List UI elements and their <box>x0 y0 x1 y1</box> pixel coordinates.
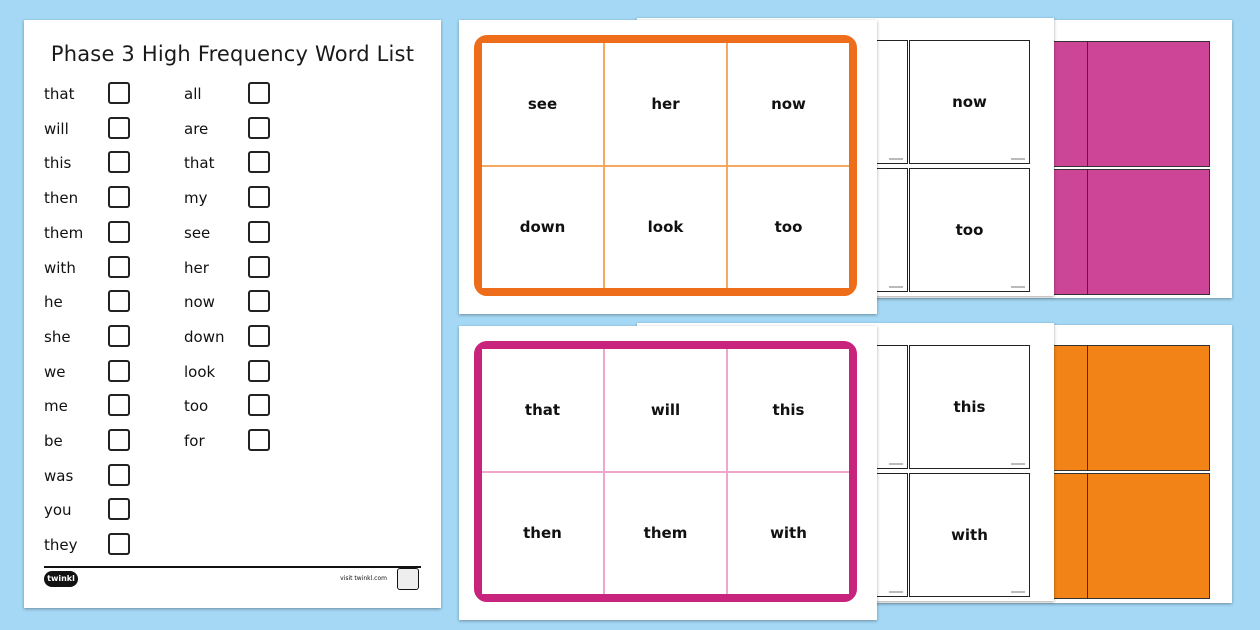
word-checkbox[interactable] <box>248 324 270 347</box>
word-checkbox[interactable] <box>248 429 270 451</box>
flashcard-word: see <box>482 43 603 165</box>
solid-back-card <box>1087 473 1210 599</box>
flashcard-word: look <box>605 166 726 288</box>
card-footer-mark <box>1011 158 1025 160</box>
flashcard-grid: that will this then them with <box>482 349 849 594</box>
card-footer-mark <box>889 286 903 288</box>
word-label: will <box>44 119 69 138</box>
word-checkbox[interactable] <box>108 359 130 382</box>
word-checkbox[interactable] <box>248 82 270 104</box>
footer-divider <box>44 566 421 568</box>
flashcard-word: then <box>482 472 603 594</box>
card-set-2-front-sheet: that will this then them with <box>459 326 877 620</box>
flashcard-word: her <box>605 43 726 165</box>
word-label: all <box>184 85 202 103</box>
word-label: with <box>44 258 76 277</box>
flashcard-word: too <box>728 166 849 288</box>
word-checkbox[interactable] <box>248 359 270 382</box>
solid-back-card <box>1087 169 1210 295</box>
twinkl-logo: twinkl <box>44 571 78 587</box>
word-label: she <box>44 327 71 346</box>
word-checkbox[interactable] <box>108 82 130 104</box>
word-checkbox[interactable] <box>108 290 130 313</box>
word-checkbox[interactable] <box>248 394 270 417</box>
word-label: see <box>184 223 211 242</box>
word-label: are <box>184 119 209 138</box>
word-label: that <box>44 85 75 103</box>
word-label: this <box>44 154 72 173</box>
word-checkbox[interactable] <box>248 255 270 278</box>
flashcard-word: will <box>605 349 726 471</box>
flashcard-word: with <box>728 472 849 594</box>
outline-back-card: with <box>909 473 1030 597</box>
word-checkbox[interactable] <box>108 220 130 243</box>
back-card-word: now <box>952 93 987 111</box>
word-checkbox[interactable] <box>108 429 130 451</box>
word-checkbox[interactable] <box>108 151 130 174</box>
card-footer-mark <box>889 158 903 160</box>
solid-back-card <box>1087 41 1210 167</box>
word-checkbox[interactable] <box>248 186 270 209</box>
card-footer-mark <box>1011 286 1025 288</box>
outline-back-card: now <box>909 40 1030 164</box>
word-checkbox[interactable] <box>108 255 130 278</box>
card-footer-mark <box>1011 591 1025 593</box>
word-label: that <box>184 154 215 173</box>
word-checkbox[interactable] <box>248 290 270 313</box>
card-set-1-front-sheet: see her now down look too <box>459 20 877 314</box>
word-label: now <box>184 293 215 312</box>
flashcard-word: now <box>728 43 849 165</box>
word-list-title: Phase 3 High Frequency Word List <box>50 42 415 66</box>
back-card-word: with <box>951 526 988 544</box>
word-label: he <box>44 293 63 312</box>
word-label: my <box>184 189 208 208</box>
word-checkbox[interactable] <box>248 151 270 174</box>
flashcard-word: that <box>482 349 603 471</box>
flashcard-word: down <box>482 166 603 288</box>
word-label: me <box>44 397 68 416</box>
word-checkbox[interactable] <box>248 116 270 139</box>
word-label: we <box>44 362 66 381</box>
word-checkbox[interactable] <box>108 463 130 486</box>
solid-back-card <box>1087 345 1210 471</box>
word-label: down <box>184 327 225 346</box>
word-list-sheet: Phase 3 High Frequency Word List that wil… <box>24 20 441 608</box>
visit-url: visit twinkl.com <box>340 575 387 582</box>
flashcard-board: see her now down look too <box>474 35 857 296</box>
word-checkbox[interactable] <box>108 533 130 556</box>
back-card-word: too <box>955 221 984 239</box>
card-footer-mark <box>889 591 903 593</box>
card-footer-mark <box>1011 463 1025 465</box>
word-label: look <box>184 362 216 381</box>
word-label: her <box>184 258 209 277</box>
flashcard-board: that will this then them with <box>474 341 857 602</box>
word-checkbox[interactable] <box>108 116 130 139</box>
word-label: them <box>44 223 84 242</box>
word-label: then <box>44 189 79 208</box>
word-label: too <box>184 397 209 416</box>
word-label: they <box>44 536 78 555</box>
outline-back-card: too <box>909 168 1030 292</box>
flashcard-word: them <box>605 472 726 594</box>
word-label: be <box>44 432 63 450</box>
badge-icon <box>397 568 419 590</box>
word-label: for <box>184 432 205 450</box>
word-checkbox[interactable] <box>108 324 130 347</box>
card-footer-mark <box>889 463 903 465</box>
flashcard-grid: see her now down look too <box>482 43 849 288</box>
flashcard-word: this <box>728 349 849 471</box>
back-card-word: this <box>953 398 986 416</box>
word-checkbox[interactable] <box>248 220 270 243</box>
word-checkbox[interactable] <box>108 186 130 209</box>
word-label: was <box>44 466 74 485</box>
outline-back-card: this <box>909 345 1030 469</box>
word-label: you <box>44 501 72 520</box>
word-checkbox[interactable] <box>108 498 130 521</box>
word-checkbox[interactable] <box>108 394 130 417</box>
